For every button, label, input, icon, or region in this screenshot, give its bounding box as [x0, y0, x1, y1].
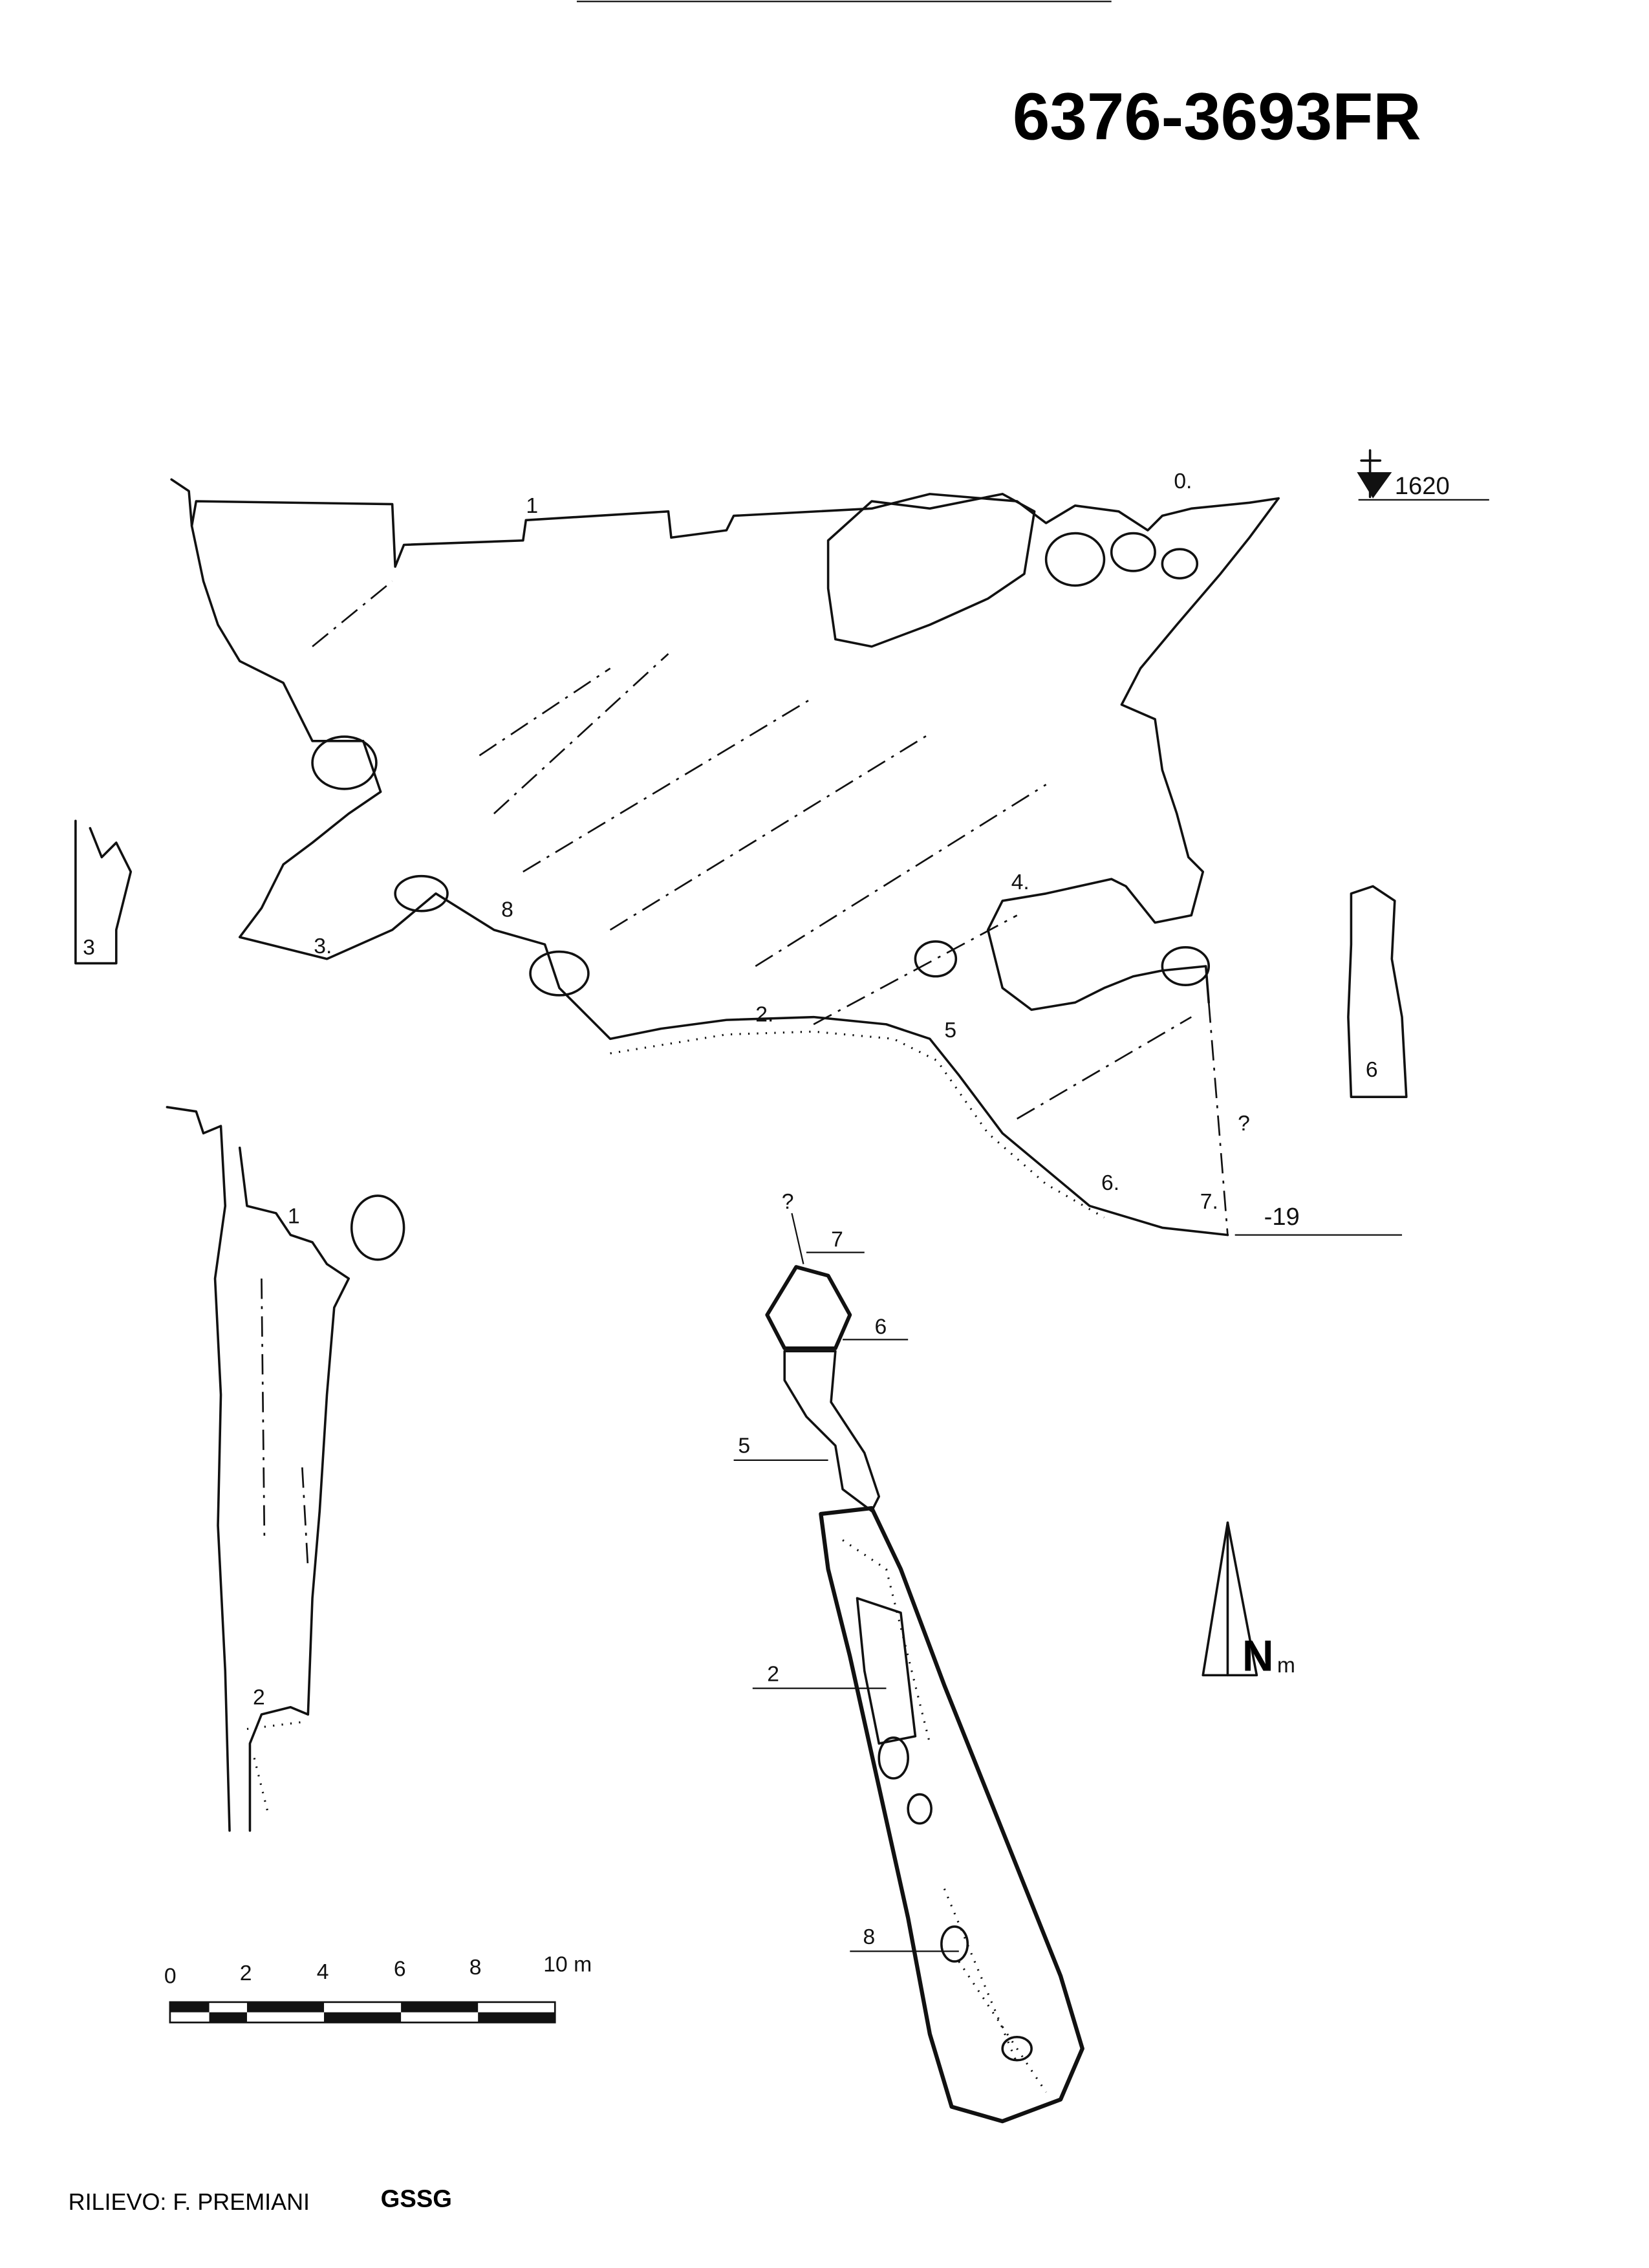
station-0: 0.	[1174, 470, 1192, 493]
station-6: 6.	[1101, 1171, 1119, 1195]
scale-seg	[401, 2002, 479, 2013]
long-section-boulder	[350, 1194, 405, 1261]
north-arrow: N m	[1202, 1521, 1295, 1681]
plan-passage-5	[783, 1350, 881, 1513]
elevation-triangle-icon	[1357, 472, 1392, 499]
profile-dashed-lower-wall	[1207, 1002, 1229, 1235]
station-2: 2.	[755, 1002, 773, 1026]
cross-section-right-outline	[1347, 885, 1408, 1099]
plan-boulders	[878, 1736, 1033, 2062]
long-section-strata	[261, 1279, 309, 1570]
plan-main-chamber	[819, 1506, 1084, 2124]
scale-seg	[324, 2012, 402, 2023]
plan-view: ? 7 6 5 2 8	[733, 1190, 1084, 2124]
scale-tick-0: 0	[164, 1965, 177, 1989]
station-3: 3.	[314, 934, 332, 958]
cross-section-left: 3	[74, 819, 133, 965]
profile-floor-outline	[190, 524, 1229, 1237]
plan-station-8: 8	[863, 1925, 876, 1949]
long-section-right-wall	[238, 1147, 350, 1832]
plan-unknown-marker: ?	[782, 1190, 794, 1214]
scale-tick-8: 8	[469, 1956, 482, 1980]
scale-seg	[169, 2002, 210, 2013]
depth-label: -19	[1264, 1203, 1300, 1231]
scale-seg	[246, 2002, 325, 2013]
plan-station-7: 7	[831, 1228, 843, 1252]
survey-credit: RILIEVO: F. PREMIANI	[69, 2188, 310, 2215]
long-section-station-2: 2	[253, 1685, 265, 1709]
long-section-station-1: 1	[288, 1205, 300, 1229]
north-arrow-icon	[1202, 1521, 1258, 1677]
profile-sediment-floor	[610, 1030, 1105, 1219]
plan-station-6: 6	[875, 1315, 887, 1339]
station-8: 8	[501, 898, 513, 922]
cross-section-left-outline	[74, 819, 133, 965]
north-letter: N	[1242, 1632, 1274, 1681]
plan-station-5: 5	[738, 1434, 750, 1458]
profile-boulder-block	[826, 493, 1036, 648]
plan-unknown-extension	[791, 1213, 804, 1264]
long-section-left-wall	[166, 1106, 231, 1832]
plan-inner-outline	[856, 1597, 917, 1745]
north-suffix: m	[1277, 1654, 1295, 1678]
scale-tick-2: 2	[240, 1961, 252, 1985]
profile-strata-lines	[312, 580, 1192, 1120]
survey-group: GSSG	[381, 2185, 452, 2213]
profile-section: 0. 1 2. 3. 4. 5 6. 7. 8 ? 1620 -19	[170, 449, 1489, 1237]
scale-bar: 0 2 4 6 8 10 m	[164, 1953, 592, 2024]
profile-ceiling-outline	[170, 478, 1280, 568]
plan-sediment	[842, 1539, 1047, 2093]
elevation-label: 1620	[1395, 472, 1450, 500]
cross-section-right: 6	[1347, 885, 1408, 1099]
cave-id-title: 6376-3693FR	[1013, 79, 1421, 154]
station-1: 1	[526, 494, 538, 518]
station-5: 5	[944, 1019, 956, 1042]
plan-station-2: 2	[767, 1662, 779, 1686]
plan-chamber-7	[765, 1265, 852, 1350]
scale-seg	[478, 2012, 555, 2023]
scale-seg	[209, 2012, 247, 2023]
profile-rubble-boulders	[311, 532, 1211, 997]
long-section-sediment	[246, 1720, 306, 1817]
scale-tick-6: 6	[394, 1957, 406, 1981]
scale-tick-10: 10 m	[543, 1953, 592, 1977]
cross-section-left-label: 3	[83, 936, 95, 960]
cross-section-right-label: 6	[1366, 1058, 1378, 1082]
station-4: 4.	[1011, 870, 1029, 894]
scale-tick-4: 4	[317, 1960, 329, 1984]
long-section: 1 2	[166, 1106, 405, 1832]
unknown-marker: ?	[1238, 1112, 1250, 1136]
profile-right-wall	[986, 497, 1280, 1011]
station-7: 7.	[1200, 1190, 1218, 1214]
